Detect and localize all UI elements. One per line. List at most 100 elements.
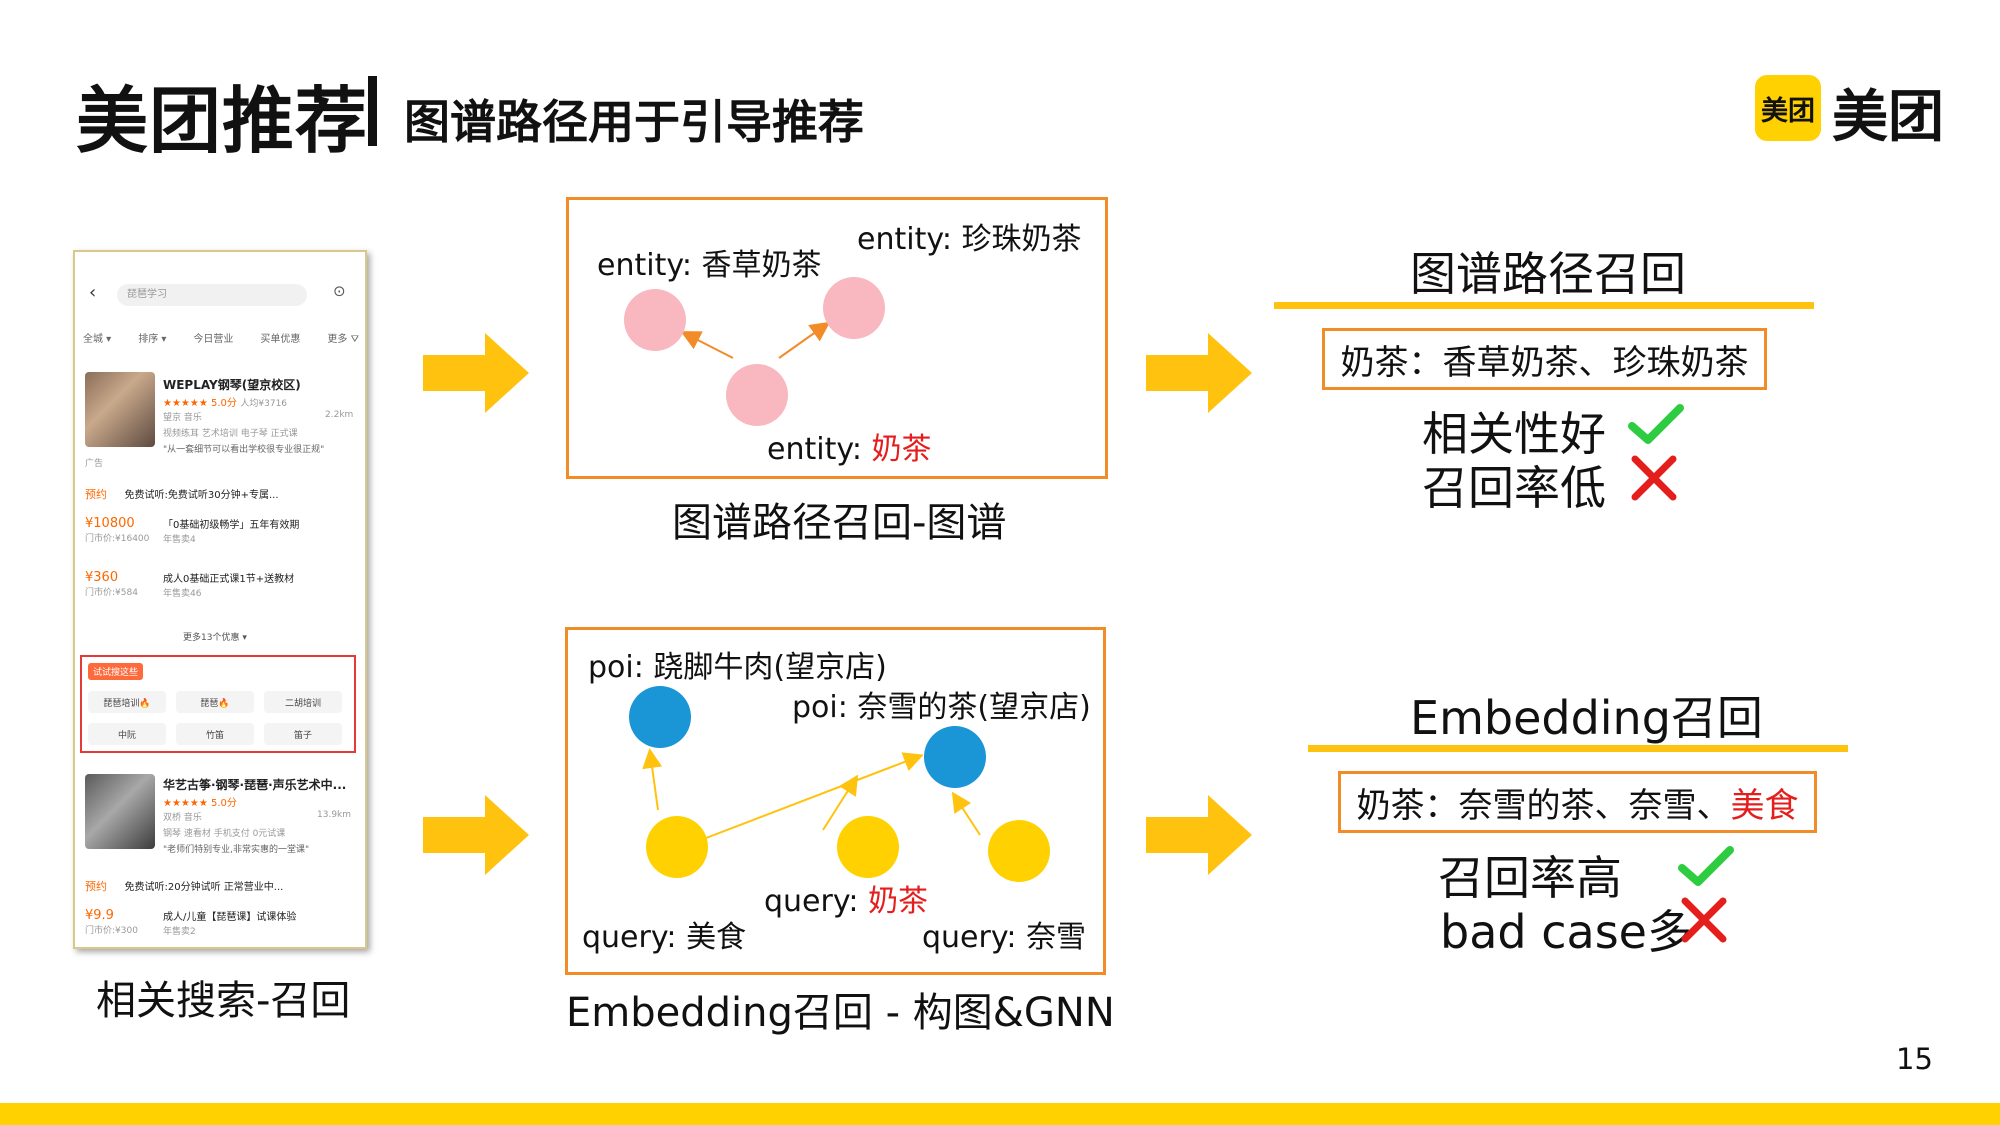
result-highlight: 美食 (1730, 785, 1799, 826)
deal-badge: 预约 (85, 488, 107, 501)
shop-price: 人均¥3716 (240, 399, 288, 409)
arrow-right-icon (423, 795, 529, 875)
deal-original-price: 门市价:¥584 (85, 588, 138, 598)
deal-text: 「0基础初级畅学」五年有效期 (163, 520, 300, 531)
page-title: 美团推荐 (76, 79, 369, 163)
shop-area: 望京 音乐 (163, 413, 202, 423)
entity-label: entity: 珍珠奶茶 (857, 222, 1082, 257)
related-chip[interactable]: 中阮 (88, 723, 166, 745)
query-highlight: 奶茶 (868, 884, 929, 919)
related-chip[interactable]: 琵琶培训🔥 (88, 691, 166, 713)
deal-row[interactable]: 预约 免费试听:免费试听30分钟+专属... (85, 486, 279, 502)
deal-sold: 年售卖46 (163, 589, 202, 599)
shop-tags: 视频练耳 艺术培训 电子琴 正式课 (163, 429, 298, 439)
cross-icon (1681, 897, 1727, 943)
back-arrow-icon[interactable]: ‹ (89, 282, 97, 303)
con-text: bad case多 (1440, 905, 1693, 959)
arrow-right-icon (1146, 333, 1252, 413)
shop-name[interactable]: 华艺古筝·钢琴·琵琶·声乐艺术中... (163, 778, 347, 792)
entity-highlight: 奶茶 (871, 432, 932, 467)
footer-bar (0, 1103, 2000, 1125)
shop-thumbnail[interactable] (85, 372, 155, 447)
related-search-tag: 试试搜这些 (88, 663, 144, 680)
graph-edge (951, 791, 981, 836)
embedding-recall-title: Embedding召回 (1410, 691, 1763, 745)
pro-text: 相关性好 (1422, 407, 1606, 461)
arrow-right-icon (1146, 795, 1252, 875)
shop-quote: "从一套细节可以看出学校很专业很正规" (163, 445, 325, 455)
filter-item[interactable]: 买单优惠 (260, 334, 301, 345)
deal-price: ¥10800 (85, 516, 135, 531)
phone-search-bar[interactable]: ‹ 琵琶学习 ⊙ (87, 282, 353, 306)
query-label: query: 美食 (582, 920, 747, 955)
deal-row[interactable]: ¥360 成人0基础正式课1节+送教材 门市价:¥584 年售卖46 (85, 570, 294, 599)
graph-edge (642, 748, 663, 811)
related-search-box: 试试搜这些 琵琶培训🔥 琵琶🔥 二胡培训 中阮 竹笛 笛子 (80, 655, 356, 753)
phone-search-input[interactable]: 琵琶学习 (117, 284, 307, 306)
filter-item[interactable]: 更多 ⛛ (327, 334, 359, 345)
knowledge-graph-diagram (624, 277, 885, 426)
check-icon (1628, 404, 1684, 444)
shop-distance: 2.2km (325, 410, 354, 420)
deal-sold: 年售卖2 (163, 927, 196, 937)
shop-tags: 钢琴 速看材 手机支付 0元试课 (163, 829, 286, 839)
deal-text: 免费试听:免费试听30分钟+专属... (124, 490, 279, 501)
meituan-logo-text: 美团 (1832, 85, 1944, 150)
cross-icon (1631, 455, 1677, 501)
meituan-logo-icon: 美团 (1755, 75, 1821, 141)
shop-thumbnail[interactable] (85, 774, 155, 849)
deal-sold: 年售卖4 (163, 535, 196, 545)
title-divider (368, 76, 377, 146)
deal-row[interactable]: ¥9.9 成人/儿童【琵琶课】试课体验 门市价:¥300 年售卖2 (85, 908, 296, 937)
deal-price: ¥9.9 (85, 908, 114, 923)
shop-name[interactable]: WEPLAY钢琴(望京校区) (163, 378, 301, 392)
phone-status-bar (75, 252, 365, 270)
related-chip[interactable]: 笛子 (264, 723, 342, 745)
graph-node-query (646, 816, 708, 878)
related-chip[interactable]: 竹笛 (176, 723, 254, 745)
query-label: query: 奶茶 (764, 884, 929, 919)
top-graph-caption: 图谱路径召回-图谱 (672, 500, 1007, 546)
page-subtitle: 图谱路径用于引导推荐 (404, 95, 864, 149)
arrow-right-icon (423, 333, 529, 413)
graph-edge (778, 321, 831, 359)
graph-recall-title: 图谱路径召回 (1410, 247, 1686, 301)
graph-node-poi (924, 726, 986, 788)
knowledge-graph-box: entity: 香草奶茶 entity: 珍珠奶茶 entity: 奶茶 (566, 197, 1108, 479)
deal-badge: 预约 (85, 880, 107, 893)
embedding-recall-result-box: 奶茶：奈雪的茶、奈雪、美食 (1338, 771, 1817, 833)
shop-quote: "老师们特别专业,非常实惠的一堂课" (163, 845, 310, 855)
shop-distance: 13.9km (317, 810, 352, 820)
graph-node-query (837, 816, 899, 878)
filter-item[interactable]: 今日营业 (193, 334, 234, 345)
location-pin-icon[interactable]: ⊙ (333, 282, 346, 300)
pro-text: 召回率高 (1438, 851, 1622, 905)
page-number: 15 (1896, 1042, 1933, 1076)
more-deals-link[interactable]: 更多13个优惠 ▾ (183, 633, 247, 643)
graph-node-entity (624, 289, 686, 351)
related-chip[interactable]: 二胡培训 (264, 691, 342, 713)
graph-edge (822, 774, 859, 831)
phone-screenshot: ‹ 琵琶学习 ⊙ 全城 ▾ 排序 ▾ 今日营业 买单优惠 更多 ⛛ WEPLAY… (73, 250, 367, 949)
deal-text: 免费试听:20分钟试听 正常营业中... (124, 882, 284, 893)
deal-text: 成人/儿童【琵琶课】试课体验 (163, 912, 297, 923)
bottom-graph-caption: Embedding召回 - 构图&GNN (566, 990, 1115, 1036)
deal-row[interactable]: 预约 免费试听:20分钟试听 正常营业中... (85, 878, 283, 894)
graph-node-query (988, 820, 1050, 882)
filter-item[interactable]: 排序 ▾ (138, 334, 167, 345)
filter-item[interactable]: 全城 ▾ (83, 334, 112, 345)
graph-edge (680, 331, 734, 359)
ad-badge: 广告 (85, 459, 104, 469)
shop-rating: ★★★★★ 5.0分 (163, 398, 237, 409)
entity-label: entity: 香草奶茶 (597, 248, 822, 283)
poi-label: poi: 奈雪的茶(望京店) (792, 690, 1091, 725)
section-underline (1308, 745, 1848, 752)
graph-node-poi (629, 686, 691, 748)
related-chip[interactable]: 琵琶🔥 (176, 691, 254, 713)
embedding-graph-diagram (629, 686, 1050, 882)
deal-row[interactable]: ¥10800 「0基础初级畅学」五年有效期 门市价:¥16400 年售卖4 (85, 516, 299, 545)
shop-area: 双桥 音乐 (163, 813, 202, 823)
deal-original-price: 门市价:¥300 (85, 926, 138, 936)
phone-filter-bar: 全城 ▾ 排序 ▾ 今日营业 买单优惠 更多 ⛛ (83, 330, 359, 345)
section-underline (1274, 302, 1814, 309)
